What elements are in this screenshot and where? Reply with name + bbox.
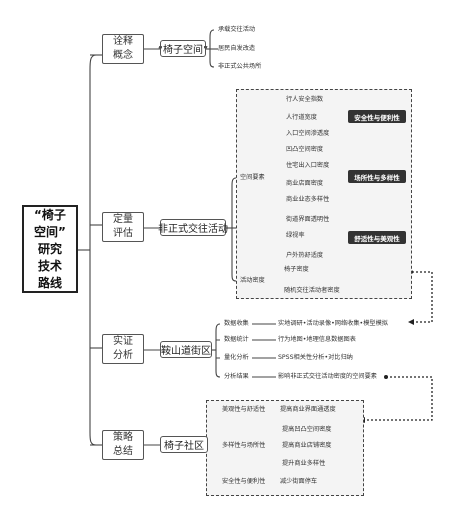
activity-item: 椅子密度 (284, 266, 309, 273)
category-line: 策略 (113, 432, 133, 443)
strategy-category: 多样性与场所性 (222, 442, 266, 449)
analysis-detail: 实地调研•活动录像•网络收集•模型模拟 (278, 320, 388, 327)
root-line: 路线 (37, 275, 62, 290)
metric-item: 街道界面透明性 (286, 216, 330, 223)
analysis-step: 数据收集 (224, 320, 249, 327)
category-strategy-summary: 策略总结 (102, 430, 144, 460)
category-interpret-concept: 诠释概念 (102, 34, 144, 64)
metric-item: 绿视率 (286, 232, 305, 239)
category-line: 概念 (113, 50, 133, 61)
category-line: 诠释 (113, 36, 133, 47)
category-quantitative-assessment: 定量评估 (102, 212, 144, 242)
sub-chair-community: 椅子社区 (160, 436, 208, 453)
branch-label: 活动密度 (240, 277, 265, 284)
category-line: 总结 (113, 446, 133, 457)
metric-item: 凹凸空间密度 (286, 146, 324, 153)
metric-item: 行人安全指数 (286, 96, 324, 103)
root-line: “椅子 (34, 207, 66, 222)
strategy-item: 提高商业店铺密度 (282, 442, 332, 449)
strategy-panel (206, 400, 364, 496)
metric-item: 入口空间渗透度 (286, 130, 330, 137)
strategy-category: 安全性与便利性 (222, 478, 266, 485)
analysis-detail: 影响非正式交往活动密度的空间要素 (278, 373, 377, 380)
root-line: 技术 (37, 258, 62, 273)
quantitative-panel (236, 89, 412, 299)
category-empirical-analysis: 实证分析 (102, 334, 144, 364)
metric-item: 商业业态多样性 (286, 196, 330, 203)
group-tag-place: 场所性与多样性 (348, 170, 406, 183)
leaf-label: 承载交往活动 (218, 26, 256, 33)
analysis-step: 量化分析 (224, 354, 249, 361)
root-node: “椅子 空间” 研究 技术 路线 (22, 205, 78, 293)
category-line: 实证 (113, 336, 133, 347)
category-line: 分析 (113, 350, 133, 361)
sub-anshan-road: 鞍山道街区 (160, 341, 212, 358)
category-line: 评估 (113, 228, 133, 239)
strategy-item: 减少街面停车 (280, 478, 318, 485)
analysis-detail: 行为地图•地理信息数据图表 (278, 336, 356, 343)
sub-informal-activity: 非正式交往活动 (158, 219, 228, 236)
group-tag-comfort: 舒适性与美观性 (348, 231, 406, 244)
metric-item: 人行道宽度 (286, 114, 317, 121)
analysis-step: 分析结果 (224, 373, 249, 380)
sub-chair-space: “椅子空间” (158, 40, 208, 57)
strategy-item: 提升商业多样性 (282, 460, 326, 467)
metric-item: 户外热舒适度 (286, 252, 324, 259)
root-line: 研究 (37, 241, 62, 256)
strategy-category: 美观性与舒适性 (222, 406, 266, 413)
leaf-label: 非正式公共场所 (218, 63, 262, 70)
strategy-item: 提高商业界面通透度 (280, 406, 336, 413)
root-line: 空间” (34, 224, 66, 239)
branch-label: 空间要素 (240, 174, 265, 181)
analysis-detail: SPSS相关性分析•对比归纳 (278, 354, 353, 361)
activity-item: 随机交往活动者密度 (284, 287, 340, 294)
leaf-label: 居民自发改造 (218, 45, 256, 52)
category-line: 定量 (113, 214, 133, 225)
strategy-item: 提高凹凸空间密度 (282, 426, 332, 433)
group-tag-safety: 安全性与便利性 (348, 110, 406, 123)
analysis-step: 数据统计 (224, 336, 249, 343)
metric-item: 住宅出入口密度 (286, 162, 330, 169)
metric-item: 商业店面密度 (286, 180, 324, 187)
